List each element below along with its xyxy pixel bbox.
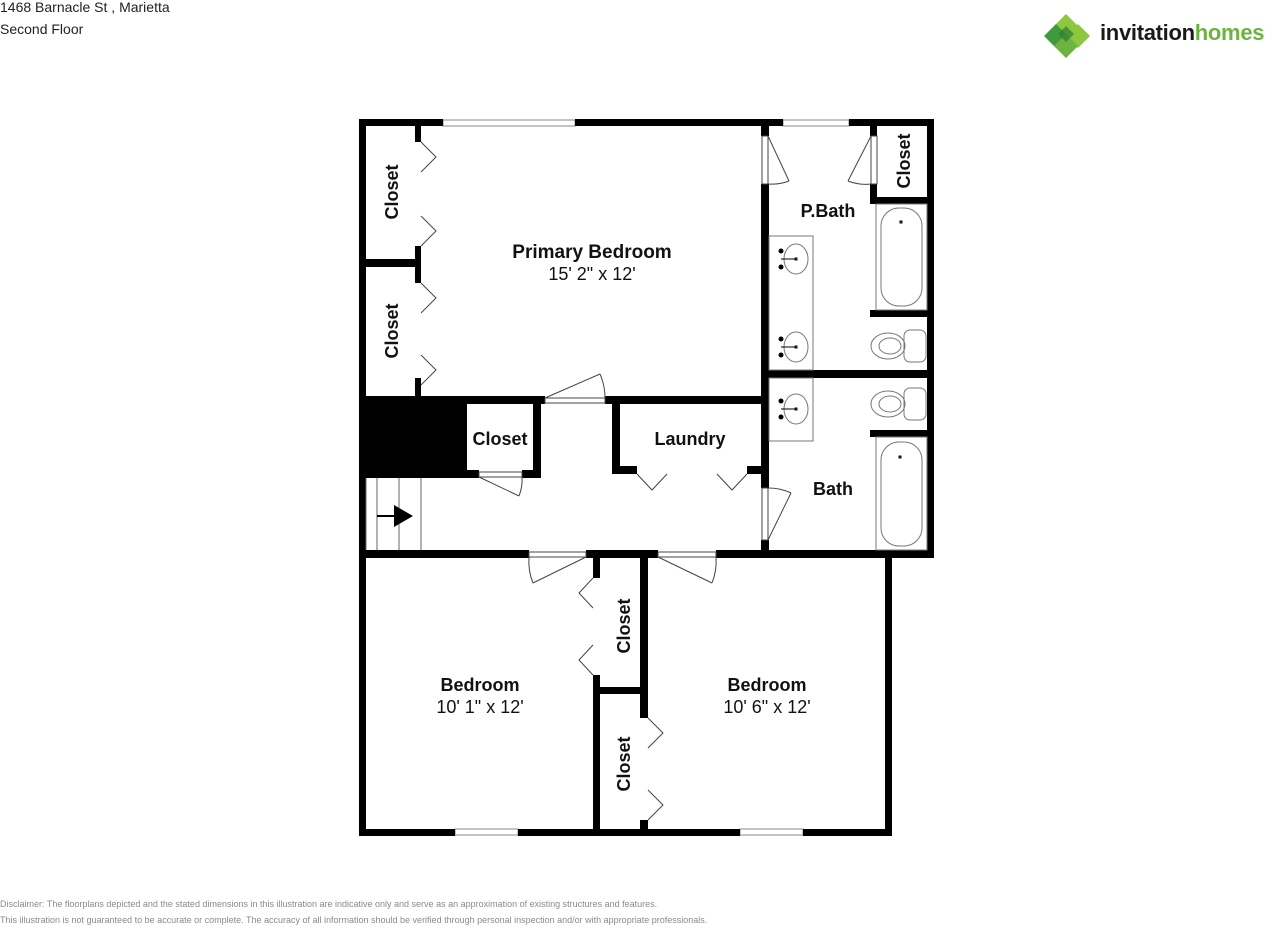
closet-bed-lower-label: Closet <box>614 736 634 791</box>
logo-word-invitation: invitation <box>1100 20 1195 45</box>
closet-pbath-label: Closet <box>894 133 914 188</box>
laundry-label: Laundry <box>654 429 725 449</box>
bedroom-left-label: Bedroom <box>440 675 519 695</box>
disclaimer: Disclaimer: The floorplans depicted and … <box>0 896 707 928</box>
bedroom-left-dims: 10' 1" x 12' <box>436 697 523 717</box>
closet-bed-upper-label: Closet <box>614 598 634 653</box>
primary-bedroom-label: Primary Bedroom <box>512 242 671 263</box>
sink-icon <box>778 331 809 363</box>
bedroom-right-dims: 10' 6" x 12' <box>723 697 810 717</box>
toilet-icon <box>870 329 927 363</box>
floor-label: Second Floor <box>0 21 84 37</box>
closet-pb-upper-label: Closet <box>382 164 402 219</box>
bathtub-icon <box>875 436 928 551</box>
disclaimer-line-1: Disclaimer: The floorplans depicted and … <box>0 899 658 909</box>
fixtures <box>768 203 928 551</box>
closet-pb-lower-label: Closet <box>382 303 402 358</box>
stairs <box>365 478 422 550</box>
address-text: 1468 Barnacle St , Marietta <box>0 0 170 15</box>
invitation-homes-logo: invitationhomes <box>1044 12 1280 60</box>
disclaimer-line-2: This illustration is not guaranteed to b… <box>0 915 708 925</box>
bath-label: Bath <box>813 479 853 499</box>
sink-icon <box>778 243 809 275</box>
stairs-arrow-icon <box>377 505 413 527</box>
logo-wordmark: invitationhomes <box>1100 20 1265 46</box>
sink-icon <box>778 393 809 425</box>
p-bath-label: P.Bath <box>801 201 856 221</box>
bedroom-right-label: Bedroom <box>727 675 806 695</box>
room-labels: Primary Bedroom 15' 2" x 12' P.Bath Bath… <box>382 133 914 791</box>
bathtub-icon <box>875 203 928 311</box>
header: 1468 Barnacle St , Marietta Second Floor <box>0 0 170 40</box>
toilet-icon <box>870 387 927 421</box>
door-swing-icon <box>420 135 878 821</box>
primary-bedroom-dims: 15' 2" x 12' <box>548 264 635 284</box>
closet-hall-label: Closet <box>472 429 527 449</box>
logo-word-homes: homes <box>1194 20 1265 45</box>
logo-icon <box>1044 14 1090 58</box>
walls <box>359 119 934 836</box>
